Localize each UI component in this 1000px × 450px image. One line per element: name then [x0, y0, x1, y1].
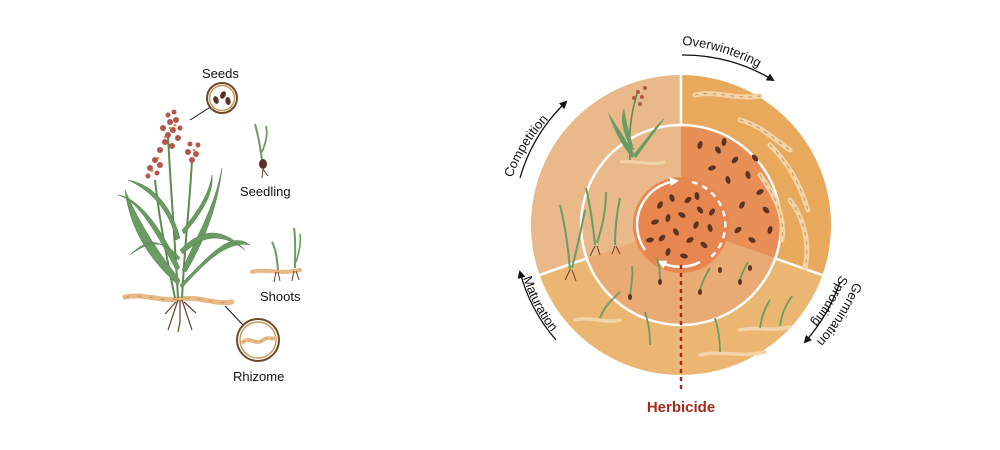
seedling-label: Seedling — [240, 184, 291, 199]
rhizome-icon — [692, 91, 811, 271]
sorghum-plant-icon — [117, 109, 251, 333]
germination-arrow — [803, 281, 841, 344]
rhizome-label: Rhizome — [233, 369, 284, 384]
herbicide-label: Herbicide — [647, 399, 715, 416]
overwintering-arrow — [681, 54, 775, 82]
seed-bank-seeds — [646, 138, 773, 259]
rhizome-icon — [224, 305, 280, 362]
stage-arrows — [517, 54, 841, 344]
sorghum-plant-icon — [559, 86, 666, 282]
competition-arrow — [519, 100, 568, 179]
seed-icon — [189, 82, 238, 121]
left-panel: Seeds Seedling Shoots Rhizome — [117, 66, 302, 384]
seed-bank-core — [633, 177, 729, 273]
overwintering-label: Overwintering — [682, 33, 764, 70]
maturation-arrow — [517, 270, 557, 341]
shoots-icon — [573, 257, 793, 357]
seedling-icon — [254, 123, 269, 179]
shoots-label: Shoots — [260, 289, 301, 304]
shoots-icon — [250, 227, 302, 283]
seeds-label: Seeds — [202, 66, 239, 81]
